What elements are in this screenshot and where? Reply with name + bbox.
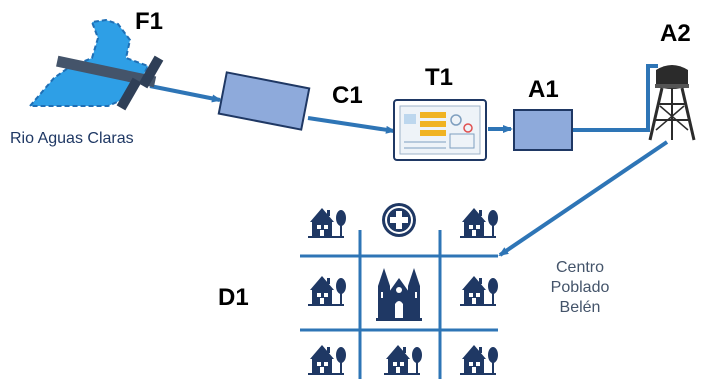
town-grid [300,230,498,379]
label-d1: D1 [218,284,249,311]
label-a2: A2 [660,20,691,47]
house-icon [308,276,346,306]
town-name-line1: Centro [555,259,605,276]
label-c1: C1 [332,82,363,109]
c1-box [217,71,311,131]
a1-box [513,109,573,151]
house-icon [460,208,498,238]
pipe-f1-c1 [149,84,222,103]
house-icon [460,345,498,375]
label-t1: T1 [425,64,454,91]
label-f1: F1 [135,8,164,35]
house-icon [460,276,498,306]
hospital-cross-icon [382,203,416,237]
house-icon [308,208,346,238]
label-a1: A1 [528,76,559,103]
pipe-c1-t1 [307,116,396,134]
house-icon [308,345,346,375]
pipe-a1-a2 [572,64,658,132]
pipe-a2-d1 [498,140,669,257]
river-name: Rio Aguas Claras [10,130,134,147]
house-icon [384,345,422,375]
treatment-plant-icon [393,99,487,161]
town-name-line2: Poblado [550,279,610,296]
town-name-line3: Belén [559,299,601,316]
church-icon [376,268,422,321]
water-intake-icon [27,18,164,111]
town-name: Centro Poblado Belén [532,258,628,318]
water-tower-icon [648,65,696,141]
